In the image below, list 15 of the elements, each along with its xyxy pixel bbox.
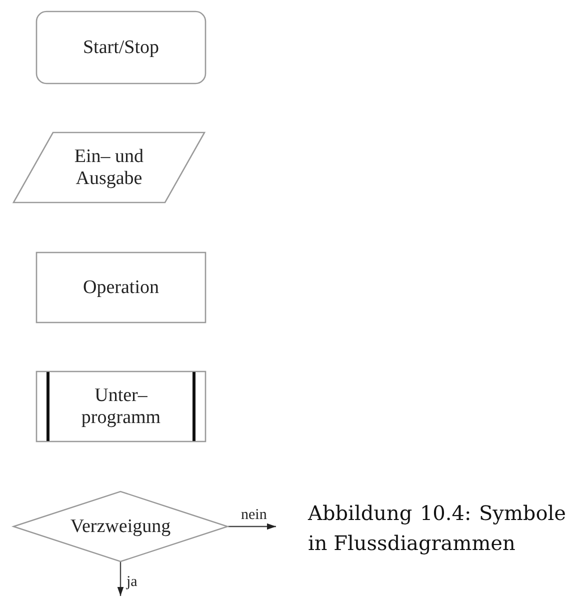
terminal-box: [36, 11, 206, 84]
arrow: [228, 523, 276, 530]
input-output-parallelogram: [13, 132, 205, 203]
arrow: [117, 562, 124, 596]
node-label: Operation: [83, 276, 159, 298]
node-label: Verzweigung: [70, 516, 171, 538]
node-label: Ein– und Ausgabe: [73, 146, 145, 190]
node-label: Start/Stop: [82, 36, 159, 58]
process-box: [36, 252, 206, 323]
edge-label: nein: [240, 506, 268, 522]
decision-diamond: [13, 491, 228, 562]
edge-label: ja: [126, 574, 138, 590]
subroutine-box: [36, 371, 206, 442]
figure-caption: Abbildung 10.4: Symbole in Flussdiagrammen: [308, 500, 566, 557]
node-label: Unter– programm: [80, 384, 162, 428]
